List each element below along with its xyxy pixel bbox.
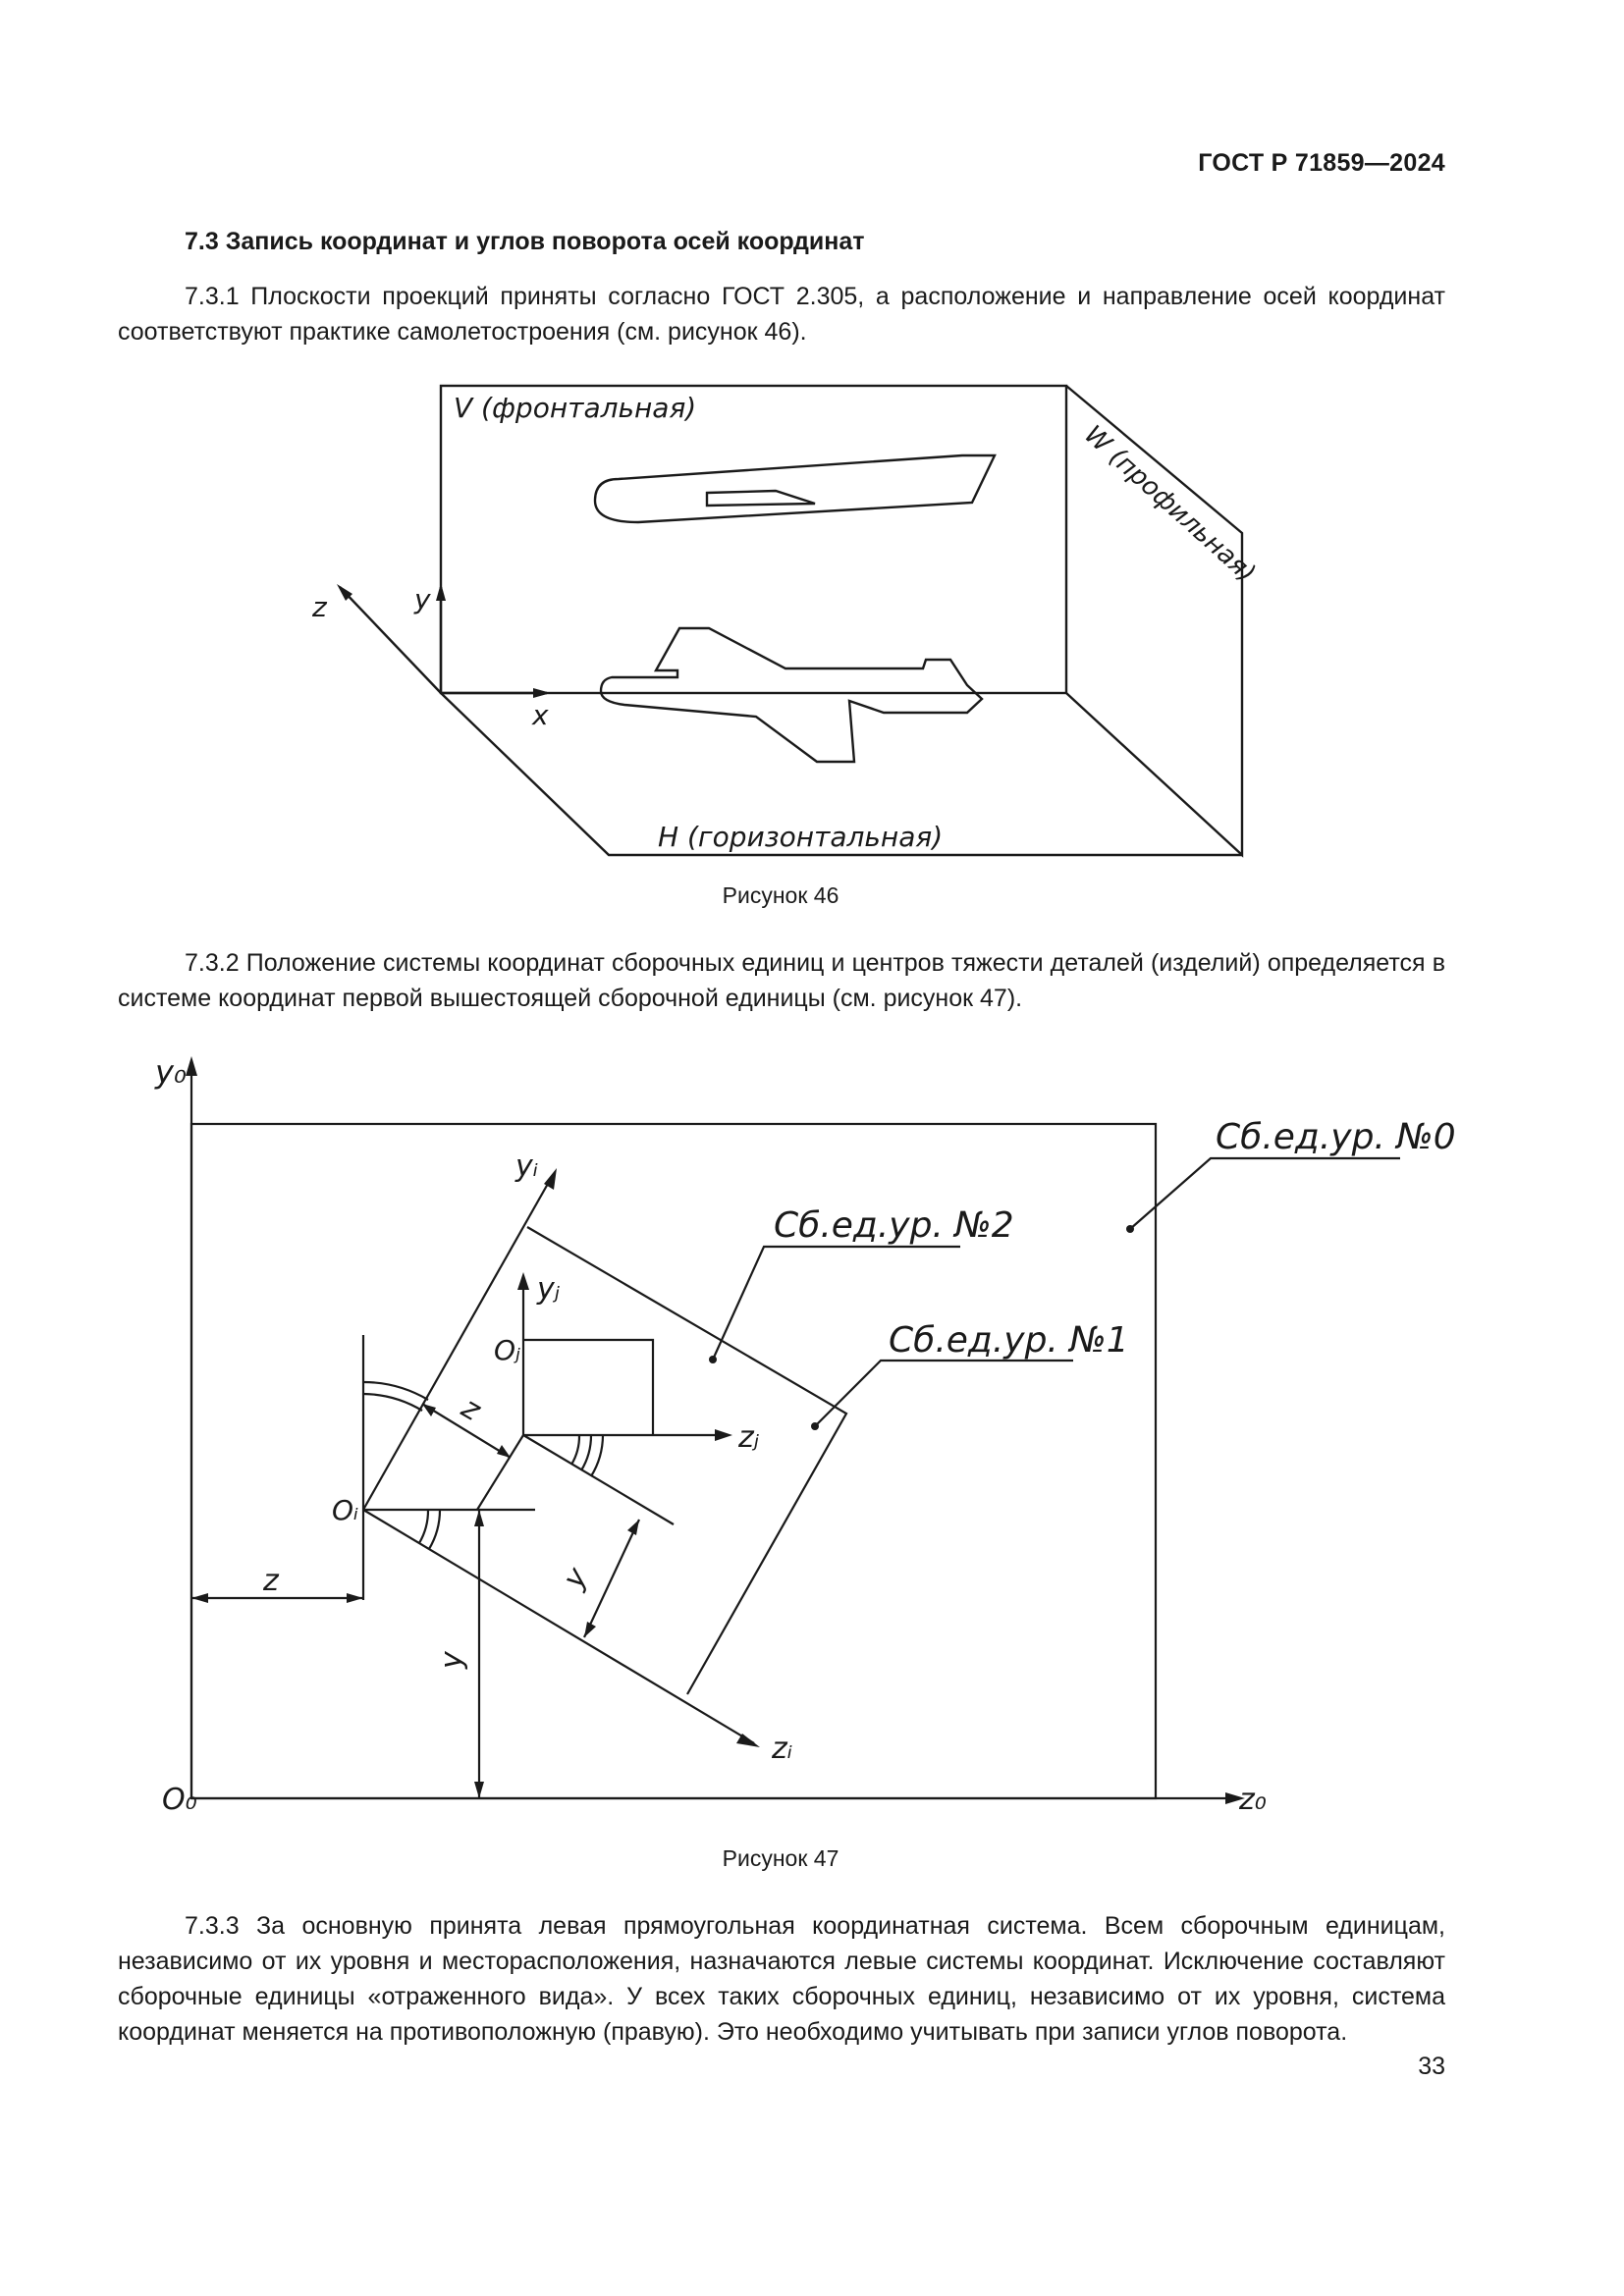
label-axis-y: y	[413, 583, 431, 615]
label-axis-zj: zⱼ	[737, 1420, 760, 1455]
axis-z-arrow	[337, 584, 352, 601]
dim-z-inner-line	[421, 1403, 512, 1459]
assembly-level-1-frame	[526, 1226, 848, 1695]
axis-oj-offset-line	[522, 1434, 675, 1525]
axis-yi-arrow	[544, 1168, 557, 1190]
label-origin-oj: Oⱼ	[494, 1334, 520, 1366]
marker-level-2	[709, 1356, 717, 1363]
label-origin-oi: Oᵢ	[332, 1494, 358, 1526]
page-number: 33	[1418, 2053, 1445, 2080]
angle-arc-3a	[570, 1434, 581, 1466]
axis-zi-arrow	[736, 1734, 760, 1747]
axis-zj-arrow	[715, 1429, 732, 1441]
dim-link-oi-oj	[476, 1434, 524, 1511]
assembly-level-2-frame	[523, 1338, 655, 1435]
dim-z-outer-arrow-a	[191, 1593, 208, 1603]
leader-level-2	[711, 1245, 960, 1361]
label-assembly-level-0: Сб.ед.ур. №0	[1216, 1117, 1456, 1157]
dim-z-inner-arrow-a	[422, 1404, 436, 1416]
label-plane-h: H (горизонтальная)	[658, 821, 943, 853]
document-header: ГОСТ Р 71859—2024	[1198, 149, 1445, 177]
label-assembly-level-2: Сб.ед.ур. №2	[774, 1205, 1014, 1246]
label-axis-y0: y₀	[154, 1053, 187, 1091]
dim-y-outer-arrow-b	[474, 1782, 484, 1798]
label-assembly-level-1: Сб.ед.ур. №1	[889, 1320, 1129, 1361]
paragraph-7-3-3: 7.3.3 За основную принята левая прямоуго…	[118, 1912, 1445, 2046]
label-dim-y-outer: y	[435, 1650, 469, 1670]
angle-arc-2a	[418, 1509, 430, 1544]
airplane-top-view	[599, 626, 984, 764]
marker-level-1	[811, 1422, 819, 1430]
axis-yi-line	[362, 1174, 554, 1511]
label-axis-yj: yⱼ	[536, 1272, 561, 1307]
label-origin-o0: O₀	[162, 1783, 197, 1817]
dim-y-outer-arrow-a	[474, 1510, 484, 1526]
angle-arc-2b	[428, 1509, 442, 1550]
dim-y-inner-line	[583, 1519, 640, 1638]
figure-46-projection-planes: V (фронтальная) H (горизонтальная) W (пр…	[311, 384, 1261, 858]
plane-v-frame	[439, 384, 1068, 695]
angle-arc-1a	[362, 1380, 429, 1401]
angle-arc-3b	[580, 1434, 593, 1471]
leader-level-0	[1129, 1156, 1400, 1230]
axis-z-line	[339, 586, 442, 694]
dim-z-inner-arrow-b	[497, 1445, 511, 1458]
angle-arc-3c	[590, 1434, 605, 1477]
airplane-canopy	[705, 489, 816, 507]
figure-46-caption: Рисунок 46	[722, 882, 839, 908]
label-dim-z-inner: z	[455, 1390, 487, 1428]
figure-47-caption: Рисунок 47	[722, 1845, 839, 1871]
section-title: 7.3 Запись координат и углов поворота ос…	[185, 228, 865, 255]
marker-level-0	[1126, 1225, 1134, 1233]
axis-yj-arrow	[517, 1272, 529, 1290]
dim-y-inner-arrow-a	[627, 1520, 639, 1535]
axis-x-arrow	[533, 688, 551, 698]
angle-arc-1b	[362, 1392, 423, 1412]
label-axis-zi: zᵢ	[771, 1732, 792, 1766]
paragraph-7-3-2: 7.3.2 Положение системы координат сбороч…	[118, 949, 1445, 1012]
plane-w-frame	[1065, 385, 1244, 858]
axis-y0-arrow	[186, 1056, 197, 1076]
airplane-side-view	[593, 454, 997, 524]
label-axis-z0: z₀	[1238, 1783, 1267, 1817]
label-plane-v: V (фронтальная)	[454, 392, 696, 424]
label-axis-yi: yᵢ	[514, 1149, 538, 1184]
paragraph-7-3-1: 7.3.1 Плоскости проекций приняты согласн…	[118, 283, 1445, 346]
label-dim-y-inner: y	[556, 1561, 595, 1595]
axis-y-arrow	[436, 583, 446, 601]
label-axis-x: x	[531, 699, 549, 731]
axis-z0-arrow	[1225, 1792, 1245, 1804]
label-dim-z-outer: z	[262, 1564, 280, 1598]
label-axis-z: z	[311, 591, 328, 623]
dim-z-outer-arrow-b	[347, 1593, 363, 1603]
plane-h-frame	[440, 692, 1242, 857]
dim-y-inner-arrow-b	[584, 1622, 596, 1637]
label-plane-w: W (профильная)	[1078, 420, 1261, 589]
leader-level-1	[814, 1359, 1073, 1427]
figure-47-coordinate-systems: y₀ z₀ O₀ Сб.ед.ур. №0 Сб.ед.ур. №1 Сб.ед…	[154, 1053, 1456, 1817]
axis-zi-line	[362, 1509, 755, 1744]
